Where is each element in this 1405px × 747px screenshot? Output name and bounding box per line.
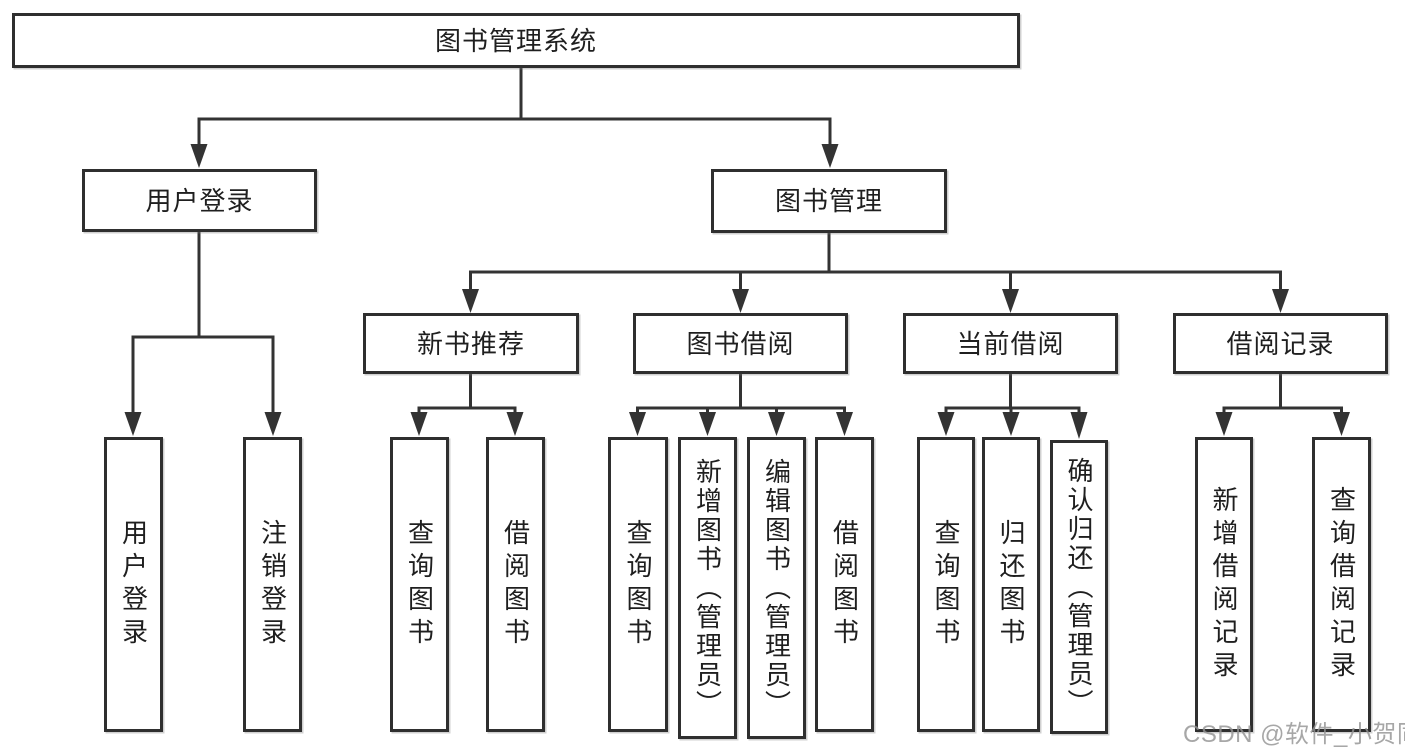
node-current-borrowing: 当前借阅 (903, 313, 1118, 374)
leaf-edit-books-admin-label: 编辑图书（管理员） (761, 457, 792, 719)
node-book-borrowing: 图书借阅 (633, 313, 848, 374)
leaf-logout-label: 注销登录 (257, 518, 288, 651)
leaf-query-books-current-label: 查询图书 (931, 518, 961, 651)
leaf-user-login: 用户登录 (104, 437, 163, 732)
leaf-query-books-rec: 查询图书 (390, 437, 449, 732)
leaf-edit-books-admin: 编辑图书（管理员） (747, 437, 806, 739)
leaf-add-borrow-record-label: 新增借阅记录 (1209, 485, 1239, 684)
node-book-management: 图书管理 (711, 169, 947, 233)
leaf-query-books-borrow-label: 查询图书 (623, 518, 653, 651)
node-new-book-recommendation: 新书推荐 (363, 313, 579, 374)
watermark: CSDN @软件_小贺同学 (1183, 721, 1405, 747)
leaf-borrow-books: 借阅图书 (815, 437, 874, 732)
leaf-query-books-borrow: 查询图书 (608, 437, 668, 732)
node-library-management-system: 图书管理系统 (12, 13, 1020, 68)
leaf-borrow-books-rec-label: 借阅图书 (500, 518, 531, 651)
leaf-query-borrow-record: 查询借阅记录 (1312, 437, 1371, 732)
leaf-confirm-return-admin-label: 确认归还（管理员） (1064, 456, 1094, 718)
leaf-borrow-books-label: 借阅图书 (829, 518, 860, 651)
leaf-query-books-current: 查询图书 (917, 437, 975, 732)
leaf-query-borrow-record-label: 查询借阅记录 (1326, 485, 1357, 684)
leaf-return-books-label: 归还图书 (996, 518, 1026, 651)
leaf-logout: 注销登录 (243, 437, 302, 732)
leaf-query-books-rec-label: 查询图书 (404, 518, 435, 651)
node-user-login: 用户登录 (82, 169, 317, 232)
leaf-add-borrow-record: 新增借阅记录 (1195, 437, 1253, 732)
leaf-add-books-admin-label: 新增图书（管理员） (692, 457, 723, 719)
leaf-confirm-return-admin: 确认归还（管理员） (1050, 440, 1108, 734)
leaf-user-login-label: 用户登录 (118, 518, 149, 651)
leaf-borrow-books-rec: 借阅图书 (486, 437, 545, 732)
leaf-return-books: 归还图书 (982, 437, 1040, 732)
node-borrowing-records: 借阅记录 (1173, 313, 1388, 374)
leaf-add-books-admin: 新增图书（管理员） (678, 437, 737, 739)
